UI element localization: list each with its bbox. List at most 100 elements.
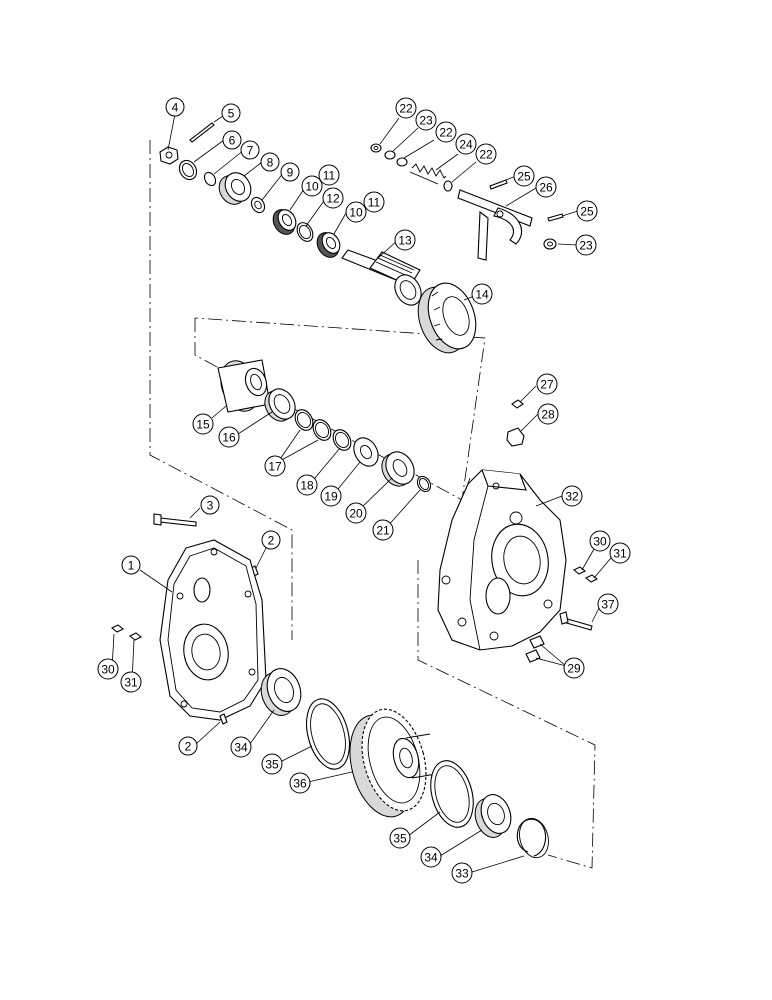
callout-c34b: 34 xyxy=(420,846,442,868)
callout-label: 2 xyxy=(268,534,275,548)
part-14-coupling-gear xyxy=(417,282,477,354)
callout-label: 13 xyxy=(398,234,412,248)
callout-circle xyxy=(420,846,442,868)
part-23-nut-right xyxy=(543,238,557,250)
callout-c31b: 31 xyxy=(609,542,631,564)
callout-circle xyxy=(296,474,318,496)
part-22-washer-right xyxy=(443,180,453,192)
callout-c2a: 2 xyxy=(261,530,281,550)
callout-circle xyxy=(165,97,185,117)
callout-circle xyxy=(513,165,535,187)
callout-circle xyxy=(192,413,214,435)
callout-circle xyxy=(318,164,340,186)
callout-label: 10 xyxy=(349,206,363,220)
callout-circle xyxy=(389,827,411,849)
callout-c17: 17 xyxy=(264,455,286,477)
part-30-31-nuts-left xyxy=(110,624,143,641)
part-35-snap-ring-right xyxy=(430,760,474,828)
callout-label: 1 xyxy=(128,559,135,573)
callout-label: 31 xyxy=(613,547,627,561)
callout-circle xyxy=(435,121,457,143)
callout-c35a: 35 xyxy=(261,753,283,775)
part-34-bearing-right xyxy=(474,794,512,838)
callout-label: 2 xyxy=(185,740,192,754)
callout-c20: 20 xyxy=(345,502,367,524)
callout-circle xyxy=(222,130,242,150)
callout-c30a: 30 xyxy=(97,658,119,680)
callout-label: 23 xyxy=(579,239,593,253)
callout-c21: 21 xyxy=(372,519,394,541)
callout-c13: 13 xyxy=(394,229,416,251)
callout-c10a: 10 xyxy=(301,175,323,197)
callout-c5: 5 xyxy=(221,103,241,123)
callout-circle xyxy=(218,426,240,448)
part-36-gear xyxy=(349,708,437,818)
callout-c28: 28 xyxy=(537,403,559,425)
callout-c12: 12 xyxy=(322,187,344,209)
callout-c10b: 10 xyxy=(345,201,367,223)
callout-circle xyxy=(289,772,311,794)
callout-c36: 36 xyxy=(289,772,311,794)
callout-label: 9 xyxy=(287,166,294,180)
callout-circle xyxy=(563,657,585,679)
callout-circle xyxy=(264,455,286,477)
part-7-washer xyxy=(203,171,217,187)
callout-label: 24 xyxy=(459,138,473,152)
callout-c18: 18 xyxy=(296,474,318,496)
callout-circle xyxy=(609,542,631,564)
callout-circle xyxy=(261,753,283,775)
callout-label: 21 xyxy=(376,524,390,538)
callout-c25b: 25 xyxy=(576,200,598,222)
part-20-bearing xyxy=(381,451,415,487)
callout-circle xyxy=(415,109,437,131)
callout-c6: 6 xyxy=(222,130,242,150)
callout-c24: 24 xyxy=(455,133,477,155)
callout-label: 6 xyxy=(229,134,236,148)
callout-label: 25 xyxy=(580,205,594,219)
callout-circle xyxy=(178,736,198,756)
part-26-shift-fork xyxy=(457,189,533,261)
part-19-washer xyxy=(353,437,379,467)
callout-circle xyxy=(320,485,342,507)
callout-label: 25 xyxy=(517,170,531,184)
callout-label: 5 xyxy=(228,107,235,121)
part-4-nut xyxy=(159,146,179,165)
callout-label: 11 xyxy=(323,169,336,183)
callout-circle xyxy=(576,200,598,222)
part-37-bolt xyxy=(559,611,593,631)
part-21-snap-ring xyxy=(416,475,432,493)
callout-circle xyxy=(535,176,557,198)
callout-c29: 29 xyxy=(563,657,585,679)
callout-circle xyxy=(301,175,323,197)
callout-label: 4 xyxy=(172,101,179,115)
callout-c22c: 22 xyxy=(475,143,497,165)
callout-c16: 16 xyxy=(218,426,240,448)
callout-circle xyxy=(561,485,583,507)
callout-label: 31 xyxy=(124,676,138,690)
callout-circle xyxy=(261,530,281,550)
callout-label: 12 xyxy=(326,192,340,206)
callout-circle xyxy=(200,495,220,515)
callout-c4: 4 xyxy=(165,97,185,117)
callout-circle xyxy=(455,133,477,155)
callout-c32: 32 xyxy=(561,485,583,507)
callout-label: 30 xyxy=(101,663,115,677)
callout-label: 7 xyxy=(247,144,254,158)
callout-label: 3 xyxy=(207,499,214,513)
callout-circle xyxy=(280,162,300,182)
callout-c3: 3 xyxy=(200,495,220,515)
callout-label: 30 xyxy=(593,535,607,549)
callout-c8: 8 xyxy=(260,152,280,172)
callout-c26: 26 xyxy=(535,176,557,198)
callout-circle xyxy=(97,658,119,680)
callout-label: 22 xyxy=(439,126,453,140)
callout-label: 27 xyxy=(540,378,554,392)
callout-circle xyxy=(394,229,416,251)
callout-circle xyxy=(537,403,559,425)
callout-c37: 37 xyxy=(597,593,619,615)
part-24-spring xyxy=(409,163,447,185)
callout-c14: 14 xyxy=(471,283,493,305)
callout-label: 15 xyxy=(196,418,210,432)
